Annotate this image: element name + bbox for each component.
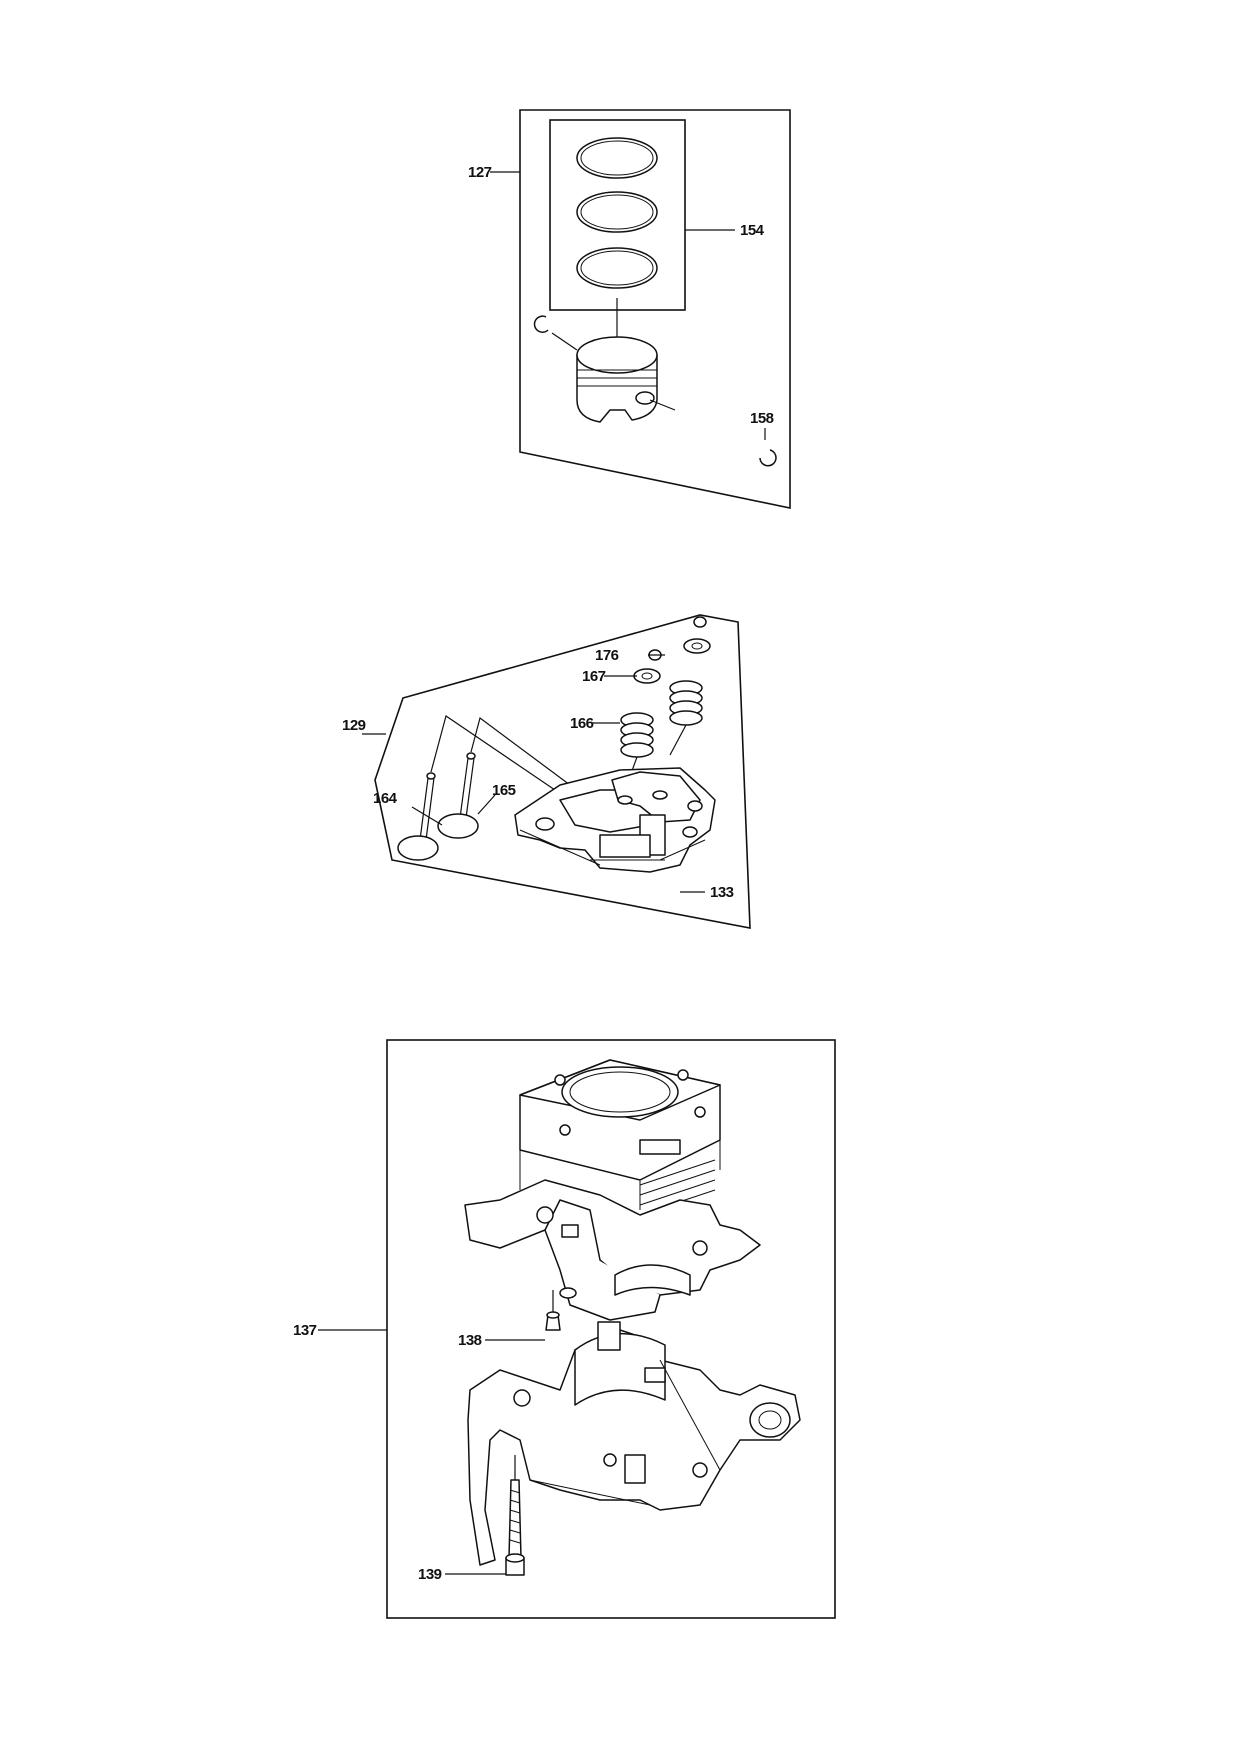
callout-164: 164	[373, 790, 398, 807]
piston-ring-set	[576, 137, 658, 289]
spring-retainer-167	[633, 668, 661, 684]
callout-129: 129	[342, 717, 366, 734]
piston-assembly-group: 127 154 158	[468, 109, 791, 509]
crankcase-group: 137 138 139	[293, 1039, 836, 1619]
valve-spring-166	[620, 712, 654, 758]
cylinder-head-frame	[374, 614, 751, 929]
valve-165	[437, 752, 479, 839]
piston-pin-clip-right	[759, 449, 777, 467]
callout-158: 158	[750, 410, 774, 427]
spring-retainer-right	[683, 638, 711, 654]
piston-assembly-frame	[519, 109, 791, 509]
crankcase-upper-half	[464, 1179, 761, 1321]
callout-133: 133	[710, 884, 734, 901]
valve-keeper-right	[693, 616, 707, 628]
cylinder-block	[519, 1059, 721, 1216]
cylinder-head-group: 176 167 166 129 164 165 133	[342, 614, 751, 929]
callout-139: 139	[418, 1566, 442, 1583]
callout-167: 167	[582, 668, 606, 685]
callout-166: 166	[570, 715, 594, 732]
callout-137: 137	[293, 1322, 317, 1339]
valve-164	[397, 772, 439, 861]
callout-154: 154	[740, 222, 765, 239]
dowel-pin-138	[545, 1290, 561, 1331]
bolt-139	[505, 1455, 525, 1576]
crankcase-lower-half	[467, 1321, 801, 1566]
piston-pin-clip-left	[533, 315, 549, 333]
crankcase-frame	[386, 1039, 836, 1619]
cylinder-head-133	[514, 767, 716, 873]
callout-138: 138	[458, 1332, 482, 1349]
valve-spring-right	[669, 680, 703, 726]
callout-176: 176	[595, 647, 619, 664]
callout-165: 165	[492, 782, 516, 799]
piston	[576, 336, 676, 423]
callout-127: 127	[468, 164, 492, 181]
